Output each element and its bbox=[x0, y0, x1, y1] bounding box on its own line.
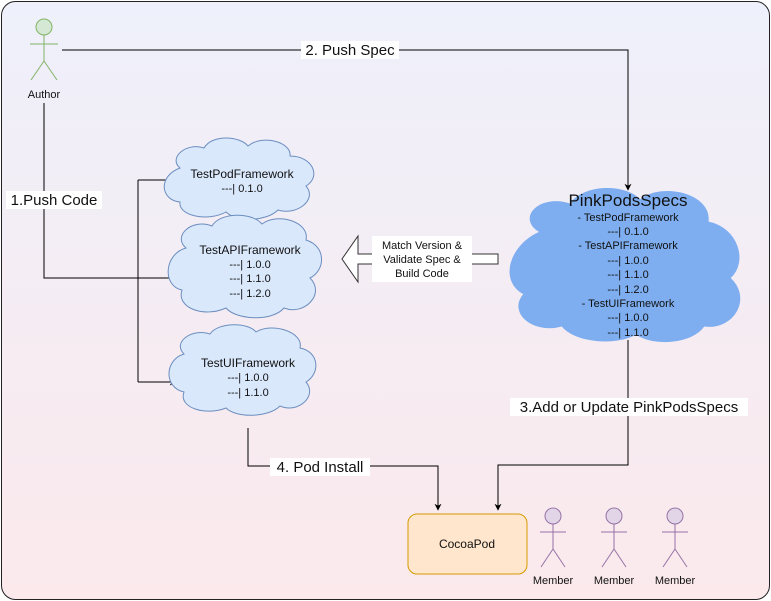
pink-pods-specs-title: PinkPodsSpecs bbox=[568, 191, 687, 210]
push-code-connector bbox=[43, 103, 179, 282]
test-api-framework-version-1: ---| 1.0.0 bbox=[229, 259, 270, 271]
test-ui-framework-cloud[interactable]: TestUIFramework ---| 1.0.0 ---| 1.1.0 bbox=[168, 324, 317, 416]
cocoapod-label: CocoaPod bbox=[439, 537, 495, 551]
pod-install-label-bg bbox=[270, 458, 370, 476]
member-2-right-leg-icon bbox=[613, 548, 627, 568]
push-spec-label: 2. Push Spec bbox=[305, 42, 395, 59]
test-pod-framework-cloud-shape bbox=[163, 137, 315, 220]
push-code-label: 1.Push Code bbox=[11, 192, 98, 209]
author-actor[interactable] bbox=[30, 18, 58, 81]
member-3-label: Member bbox=[655, 575, 696, 587]
member-2-left-leg-icon bbox=[601, 548, 615, 568]
author-head-icon bbox=[35, 18, 53, 36]
cocoapod-box[interactable]: CocoaPod bbox=[407, 513, 528, 575]
author-right-leg-icon bbox=[43, 60, 58, 81]
pink-pods-specs-cloud-shape bbox=[509, 188, 741, 343]
specs-line-5: ---| 1.1.0 bbox=[607, 269, 648, 281]
specs-line-4: ---| 1.0.0 bbox=[607, 255, 648, 267]
member-2-head-icon bbox=[605, 507, 623, 525]
member-1-right-leg-icon bbox=[552, 548, 566, 568]
member-actor-1[interactable] bbox=[540, 507, 566, 568]
match-note-line-1: Match Version & bbox=[382, 240, 463, 252]
test-api-framework-version-2: ---| 1.1.0 bbox=[229, 273, 270, 285]
author-label: Author bbox=[28, 89, 61, 101]
member-3-left-leg-icon bbox=[662, 548, 676, 568]
cocoapod-box-shape bbox=[407, 513, 528, 575]
pod-install-label: 4. Pod Install bbox=[277, 459, 364, 476]
specs-line-3: - TestAPIFramework bbox=[578, 240, 678, 252]
specs-line-6: ---| 1.2.0 bbox=[607, 284, 648, 296]
test-api-framework-cloud[interactable]: TestAPIFramework ---| 1.0.0 ---| 1.1.0 -… bbox=[167, 214, 322, 319]
push-spec-label-bg bbox=[301, 41, 399, 59]
member-2-label: Member bbox=[594, 575, 635, 587]
member-3-head-icon bbox=[666, 507, 684, 525]
member-1-head-icon bbox=[544, 507, 562, 525]
pink-pods-specs-cloud[interactable] bbox=[509, 188, 741, 343]
member-1-left-leg-icon bbox=[540, 548, 554, 568]
specs-line-2: ---| 0.1.0 bbox=[607, 226, 648, 238]
match-note-line-2: Validate Spec & bbox=[383, 254, 461, 266]
specs-line-7: - TestUIFramework bbox=[582, 298, 675, 310]
add-update-label: 3.Add or Update PinkPodsSpecs bbox=[520, 399, 738, 416]
test-api-framework-title: TestAPIFramework bbox=[199, 243, 301, 257]
member-1-label: Member bbox=[533, 575, 574, 587]
test-pod-framework-title: TestPodFramework bbox=[190, 167, 294, 181]
match-note-line-3: Build Code bbox=[395, 268, 449, 280]
test-ui-framework-cloud-shape bbox=[168, 324, 317, 416]
test-api-framework-cloud-shape bbox=[167, 214, 322, 319]
specs-line-1: - TestPodFramework bbox=[577, 212, 679, 224]
test-api-framework-version-3: ---| 1.2.0 bbox=[229, 288, 270, 300]
test-ui-framework-version-2: ---| 1.1.0 bbox=[227, 387, 268, 399]
test-pod-framework-cloud[interactable]: TestPodFramework ---| 0.1.0 bbox=[163, 137, 315, 220]
push-spec-connector bbox=[62, 49, 632, 191]
add-update-label-bg bbox=[510, 398, 748, 416]
member-3-right-leg-icon bbox=[674, 548, 688, 568]
member-actor-2[interactable] bbox=[601, 507, 627, 568]
match-note-bg bbox=[372, 236, 472, 282]
specs-line-9: ---| 1.1.0 bbox=[607, 327, 648, 339]
test-ui-framework-version-1: ---| 1.0.0 bbox=[227, 372, 268, 384]
push-code-label-bg bbox=[6, 191, 102, 209]
test-pod-framework-version-1: ---| 0.1.0 bbox=[221, 183, 262, 195]
specs-line-8: ---| 1.0.0 bbox=[607, 312, 648, 324]
author-left-leg-icon bbox=[30, 60, 45, 81]
test-ui-framework-title: TestUIFramework bbox=[201, 356, 296, 370]
member-actor-3[interactable] bbox=[662, 507, 688, 568]
